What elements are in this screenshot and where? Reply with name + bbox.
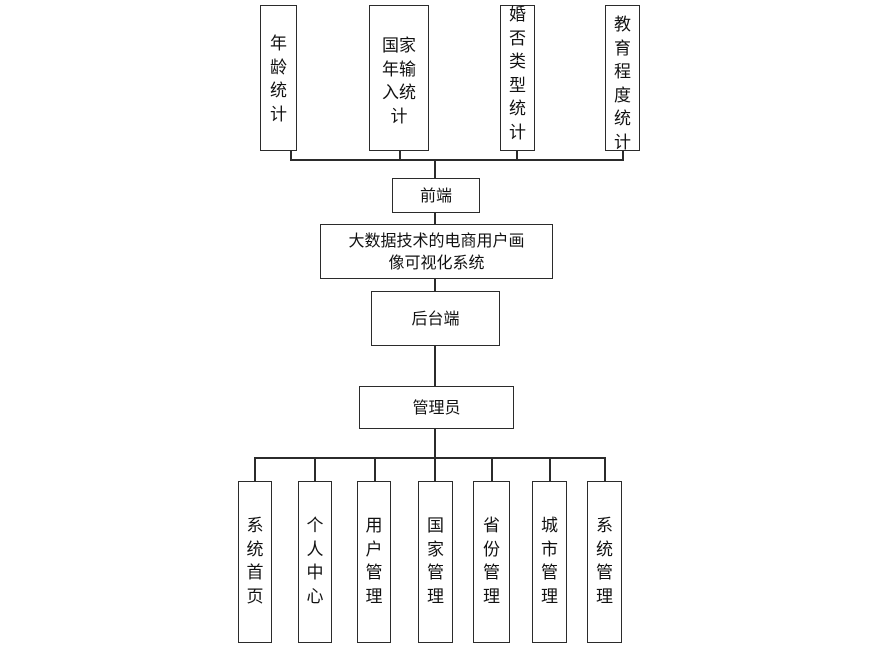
module-education-stats: 教育程度统计 [605,5,640,153]
connector-bottom-5-down [491,457,493,482]
module-age-stats-label: 年龄统计 [270,34,287,125]
admin-label: 管理员 [412,397,461,417]
connector-top-3-down [516,150,518,159]
connector-bottom-3-down [374,457,376,482]
admin-node: 管理员 [359,386,514,429]
module-city-management-label: 城市管理 [541,516,558,607]
module-country-management-label: 国家管理 [427,516,444,607]
connector-bottom-4-down [434,457,436,482]
module-profile-label: 个人中心 [306,516,324,607]
connector-system-to-backend [434,278,436,292]
connector-bottom-6-down [549,457,551,482]
frontend-node: 前端 [392,178,480,213]
connector-top-2-down [399,150,401,159]
module-system-management: 系统管理 [587,481,622,643]
module-province-management: 省份管理 [473,481,510,643]
module-province-management-label: 省份管理 [483,516,500,607]
module-country-income-stats: 国家年输入统计 [369,5,429,151]
connector-bottom-7-down [604,457,606,482]
backend-label: 后台端 [411,308,460,328]
connector-top-1-down [290,150,292,159]
module-profile: 个人中心 [298,481,332,643]
system-label: 大数据技术的电商用户画像可视化系统 [348,230,525,272]
connector-bottom-bus [254,457,605,459]
module-home-label: 系统首页 [246,516,264,607]
module-country-management: 国家管理 [418,481,453,643]
module-system-management-label: 系统管理 [596,516,613,607]
system-node: 大数据技术的电商用户画像可视化系统 [320,224,553,279]
connector-bus-to-frontend [434,159,436,179]
frontend-label: 前端 [419,185,452,205]
connector-top-bus [290,159,624,161]
backend-node: 后台端 [371,291,500,346]
module-country-income-stats-label: 国家年输入统计 [382,36,416,127]
module-marital-stats-label: 婚否类型统计 [509,5,526,143]
connector-bottom-1-down [254,457,256,482]
connector-backend-to-admin [434,345,436,387]
module-age-stats: 年龄统计 [260,5,297,151]
module-marital-stats: 婚否类型统计 [500,5,535,151]
connector-frontend-to-system [434,212,436,225]
connector-admin-to-bus [434,428,436,457]
connector-bottom-2-down [314,457,316,482]
module-user-management-label: 用户管理 [365,516,383,607]
module-education-stats-label: 教育程度统计 [614,15,631,153]
module-user-management: 用户管理 [357,481,391,643]
module-home: 系统首页 [238,481,272,643]
connector-top-4-down [622,150,624,159]
module-city-management: 城市管理 [532,481,567,643]
